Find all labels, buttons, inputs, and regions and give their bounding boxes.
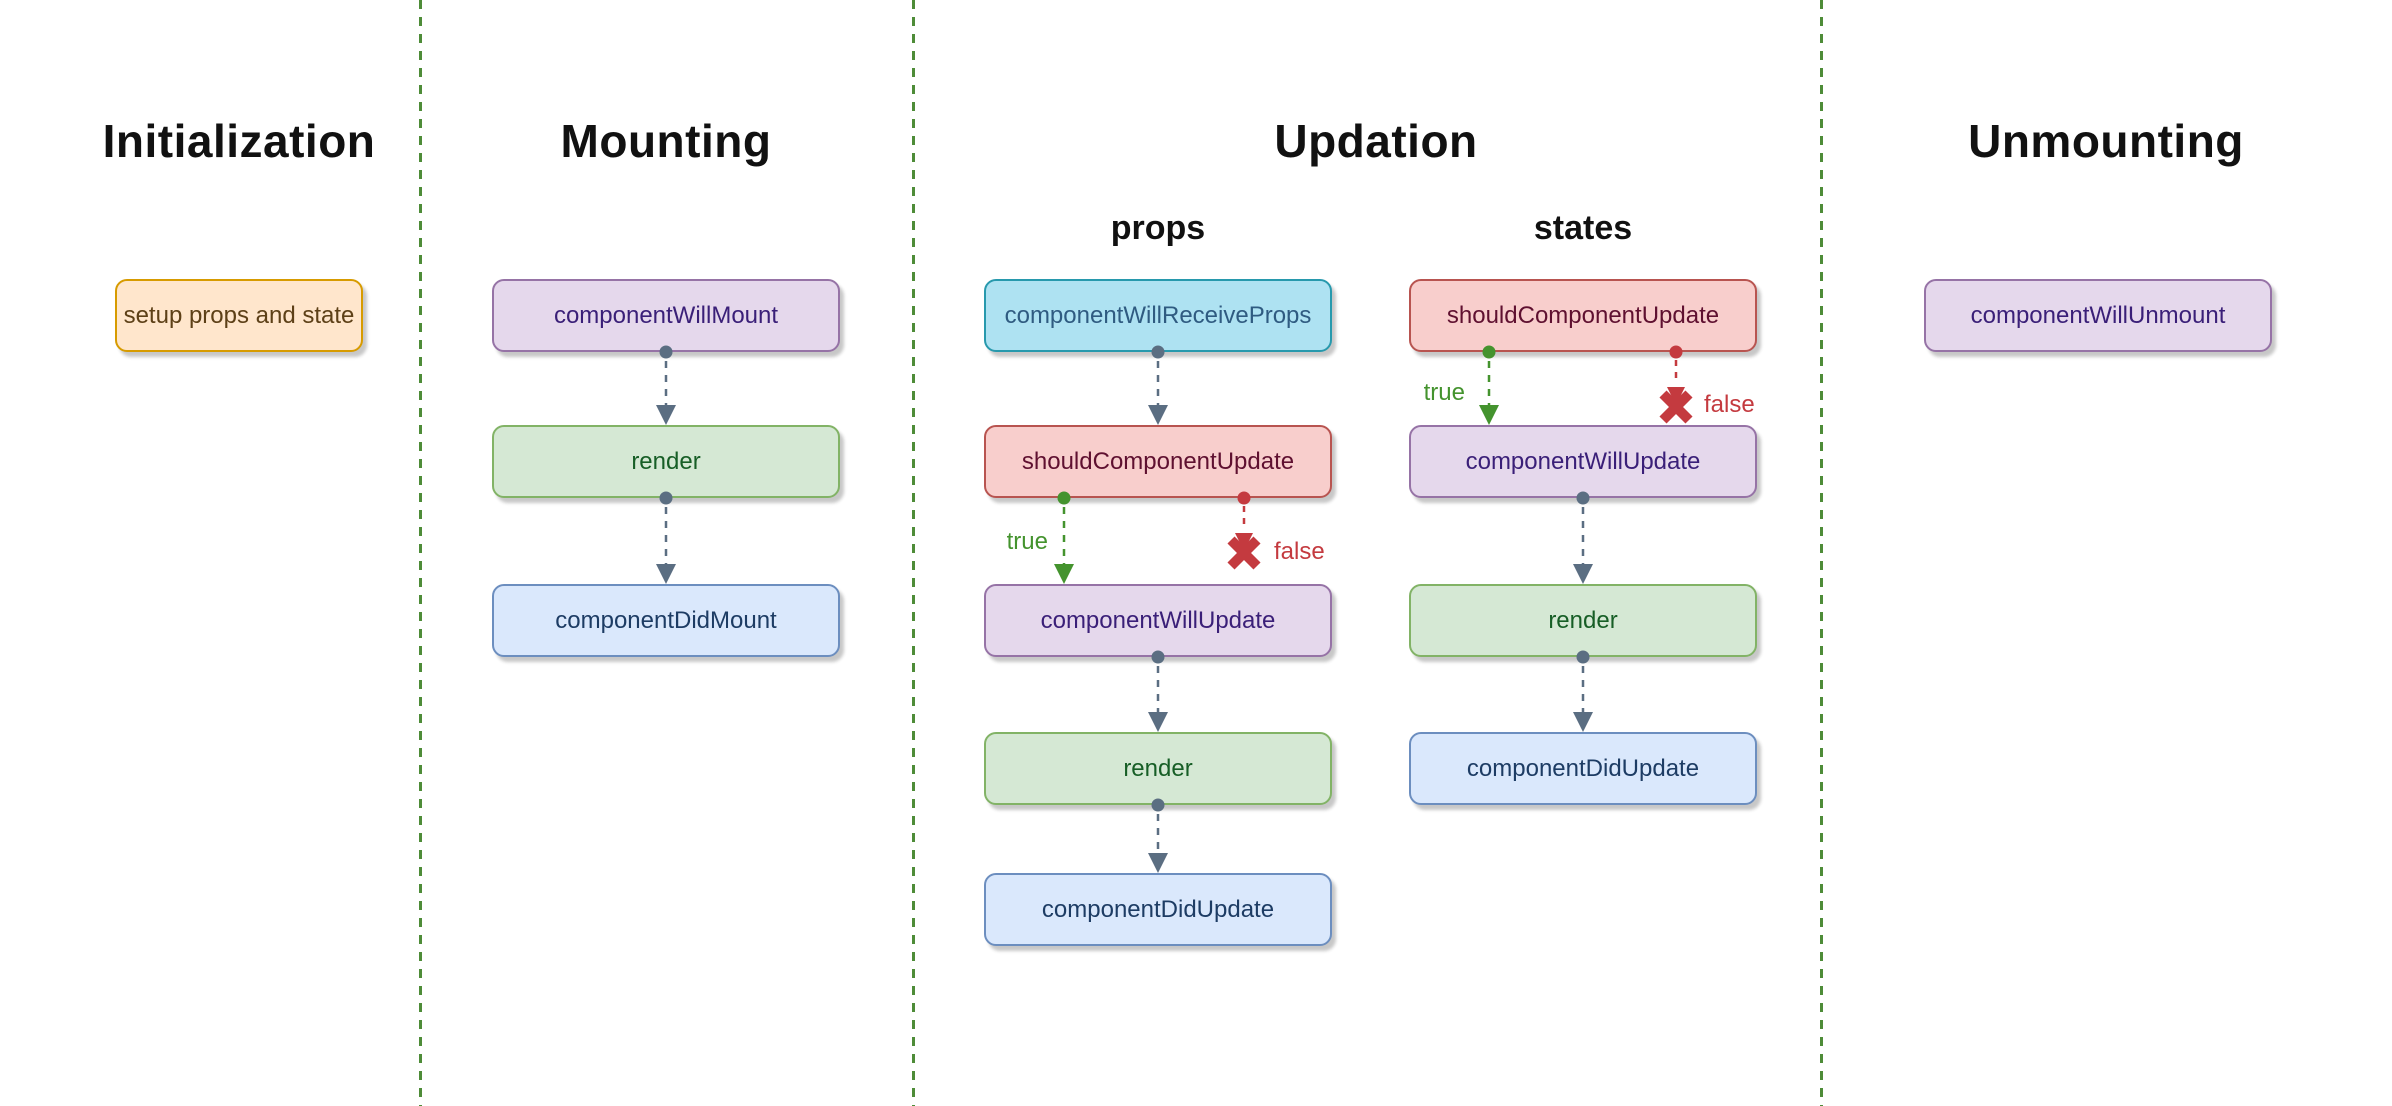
- section-title-mounting: Mounting: [560, 115, 772, 167]
- edge-label-false: false: [1704, 391, 1755, 418]
- edge-label-true: true: [1423, 379, 1465, 406]
- node-states-component-will-update: componentWillUpdate: [1409, 425, 1757, 498]
- node-component-will-mount: componentWillMount: [492, 279, 840, 352]
- node-mounting-render: render: [492, 425, 840, 498]
- true-arrow-down-icon: [1479, 345, 1499, 425]
- edge-label-true: true: [1006, 528, 1048, 555]
- section-title-unmounting: Unmounting: [1968, 115, 2244, 167]
- separator-line-2: [912, 0, 915, 1106]
- arrow-down-icon: [1573, 650, 1593, 732]
- node-props-render: render: [984, 732, 1332, 805]
- arrow-down-icon: [656, 491, 676, 584]
- false-arrow-reject-x-icon: [1227, 491, 1261, 570]
- node-component-did-mount: componentDidMount: [492, 584, 840, 657]
- node-states-render: render: [1409, 584, 1757, 657]
- arrow-down-icon: [1148, 345, 1168, 425]
- separator-line-3: [1820, 0, 1823, 1106]
- node-component-will-unmount: componentWillUnmount: [1924, 279, 2272, 352]
- node-props-component-did-update: componentDidUpdate: [984, 873, 1332, 946]
- lane-subtitle-props: props: [1110, 209, 1206, 247]
- node-props-component-will-update: componentWillUpdate: [984, 584, 1332, 657]
- false-arrow-reject-x-icon: [1659, 345, 1693, 424]
- node-component-will-receive-props: componentWillReceiveProps: [984, 279, 1332, 352]
- section-title-initialization: Initialization: [102, 115, 376, 167]
- section-title-updation: Updation: [1274, 115, 1478, 167]
- node-props-should-component-update: shouldComponentUpdate: [984, 425, 1332, 498]
- arrow-down-icon: [1573, 491, 1593, 584]
- arrow-down-icon: [1148, 798, 1168, 873]
- arrow-down-icon: [1148, 650, 1168, 732]
- node-states-should-component-update: shouldComponentUpdate: [1409, 279, 1757, 352]
- lane-subtitle-states: states: [1533, 209, 1633, 247]
- true-arrow-down-icon: [1054, 491, 1074, 584]
- node-setup-props-and-state: setup props and state: [115, 279, 363, 352]
- separator-line-1: [419, 0, 422, 1106]
- arrow-down-icon: [656, 345, 676, 425]
- node-states-component-did-update: componentDidUpdate: [1409, 732, 1757, 805]
- edge-label-false: false: [1274, 538, 1325, 565]
